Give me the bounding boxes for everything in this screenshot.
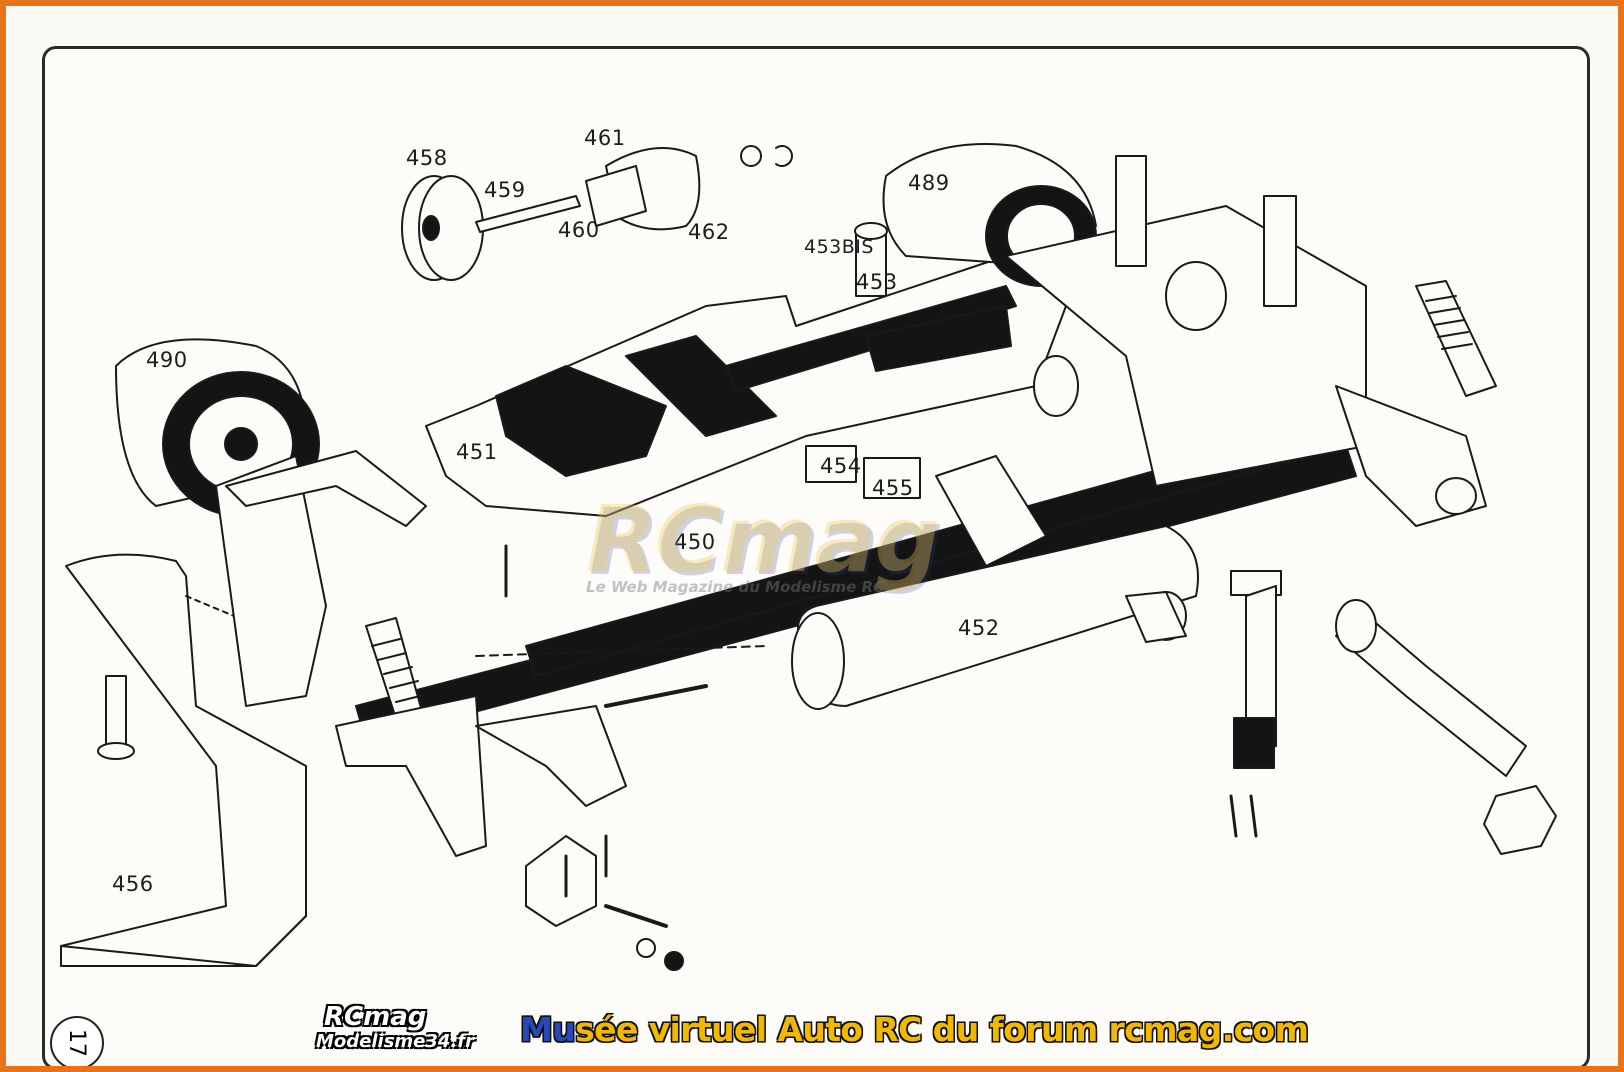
linkage-rod — [604, 684, 708, 708]
front-upper-arm — [225, 450, 427, 527]
drive-shaft — [1335, 605, 1527, 777]
front-arm-2 — [475, 705, 627, 807]
part-label-455: 455 — [872, 476, 914, 500]
front-nut — [664, 951, 684, 971]
banner-highlight: Mu — [520, 1010, 576, 1049]
museum-banner: Musée virtuel Auto RC du forum rcmag.com — [520, 1010, 1309, 1049]
part-label-458: 458 — [406, 146, 448, 170]
part-label-490: 490 — [146, 348, 188, 372]
part-label-453: 453 — [856, 270, 898, 294]
rear-shock — [1415, 280, 1497, 397]
tank-mount-post — [1245, 585, 1277, 757]
front-lower-arm — [335, 695, 487, 857]
logo-rcmag: RCmag — [324, 1002, 427, 1032]
rcmag-logo: RCmag Modelisme34.fr — [316, 1002, 474, 1051]
rear-shock-spring — [1425, 295, 1473, 350]
body-panel-outline — [60, 553, 307, 967]
part-label-489: 489 — [908, 171, 950, 195]
clutch-washer — [740, 145, 762, 167]
page-number: 17 — [50, 1016, 104, 1066]
spur-gear — [1165, 261, 1227, 331]
part-label-461: 461 — [584, 126, 626, 150]
fuel-tank-cap — [791, 612, 845, 710]
front-hub — [224, 427, 258, 461]
logo-modelisme34: Modelisme34.fr — [316, 1031, 474, 1052]
pinion-gear — [1033, 355, 1079, 417]
part-label-462: 462 — [688, 220, 730, 244]
front-washer — [636, 938, 656, 958]
screws — [504, 544, 1258, 898]
clutch-shaft — [475, 195, 581, 233]
tank-mount-block — [1233, 717, 1275, 769]
radio-plate-bar-2 — [865, 305, 1012, 372]
exhaust-stub — [1125, 591, 1187, 643]
upright-453-top — [854, 222, 888, 240]
flywheel-hub — [422, 215, 440, 241]
radio-plate-cutout — [495, 365, 667, 477]
part-label-454: 454 — [820, 454, 862, 478]
drive-coupler — [1335, 599, 1377, 653]
rear-ball-joint — [1435, 477, 1477, 515]
part-label-452: 452 — [958, 616, 1000, 640]
rear-post-right — [1263, 195, 1297, 307]
part-label-451: 451 — [456, 440, 498, 464]
part-label-450: 450 — [674, 530, 716, 554]
part-label-456: 456 — [112, 872, 154, 896]
hex-nut — [1483, 785, 1557, 855]
body-panel-edge — [60, 915, 307, 967]
rear-bulkhead — [1005, 205, 1367, 487]
throttle-rod — [475, 645, 767, 657]
front-spindle — [525, 835, 597, 927]
clutch-clip — [775, 145, 793, 167]
bracket-454 — [805, 445, 857, 483]
body-pin — [105, 675, 127, 747]
body-pin-base — [97, 742, 135, 760]
steering-link — [604, 904, 668, 928]
exploded-chassis-drawing — [60, 143, 1557, 971]
part-label-453bis: 453BIS — [804, 236, 874, 258]
bracket-455 — [863, 457, 921, 499]
part-label-460: 460 — [558, 218, 600, 242]
exhaust-pipe — [935, 455, 1047, 567]
front-shock-spring — [371, 638, 425, 703]
front-bulkhead — [215, 455, 327, 707]
radio-plate-cutout-2 — [625, 335, 777, 437]
banner-text: sée virtuel Auto RC du forum rcmag.com — [575, 1010, 1309, 1049]
part-label-459: 459 — [484, 178, 526, 202]
clutch-shoes — [585, 165, 647, 227]
rear-post-left — [1115, 155, 1147, 267]
